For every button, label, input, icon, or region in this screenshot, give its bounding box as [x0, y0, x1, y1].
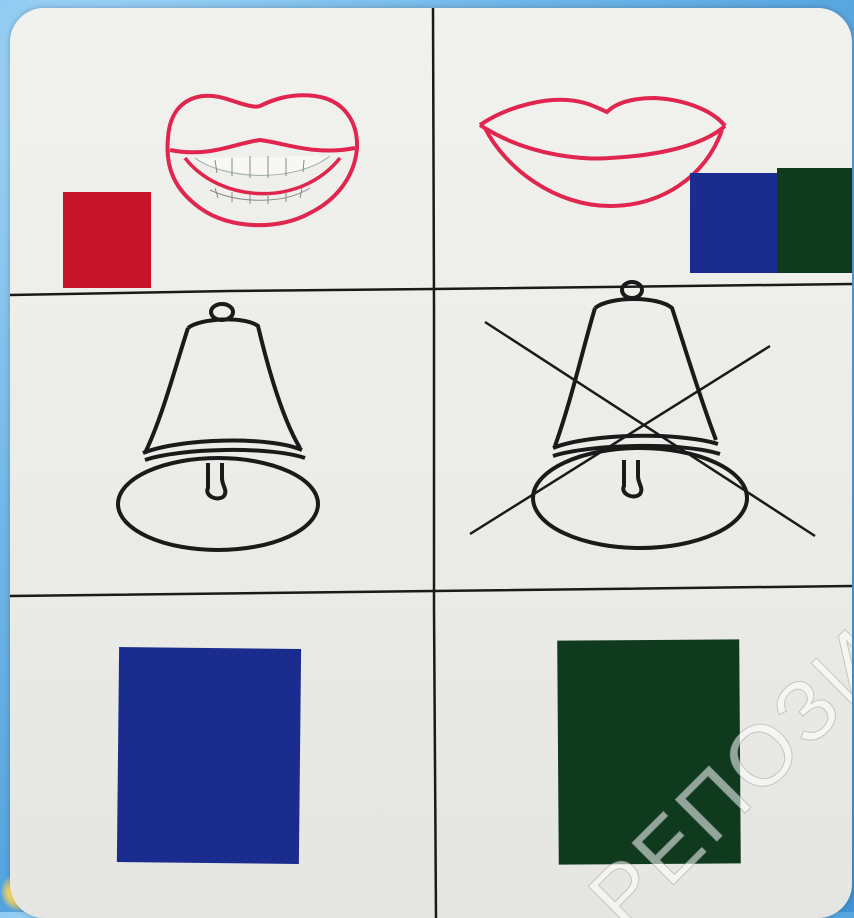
picture-card-board: РЕПОЗИТ [10, 8, 852, 918]
bell-icon [118, 304, 318, 550]
vertical-divider [433, 8, 436, 918]
green-card-small [777, 168, 852, 273]
blue-card-large [117, 647, 301, 864]
lips-smiling-icon [167, 95, 357, 225]
green-card-large [557, 639, 741, 864]
blue-card-small [690, 173, 778, 273]
cross-out-mark [470, 322, 815, 536]
red-card [63, 192, 151, 288]
board-drawing [10, 8, 852, 918]
horizontal-divider-bottom [10, 586, 852, 596]
lips-closed-icon [480, 98, 725, 206]
bell-crossed-icon [470, 282, 815, 548]
